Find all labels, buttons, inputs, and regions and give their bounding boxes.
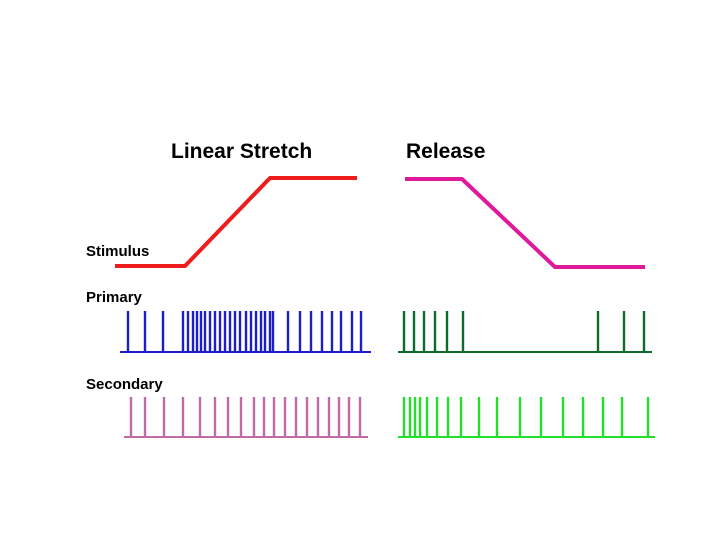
secondary-label: Secondary (86, 376, 163, 393)
release-title: Release (406, 140, 485, 163)
primary-label: Primary (86, 289, 143, 306)
stretch-title: Linear Stretch (171, 140, 312, 163)
primary-stretch-spike-train (120, 311, 371, 353)
secondary-release-spike-train (398, 397, 655, 438)
primary-release-spike-train (398, 311, 652, 353)
release-stimulus-trace (405, 177, 645, 269)
stretch-stimulus-trace (115, 176, 357, 268)
stimulus-label: Stimulus (86, 243, 149, 260)
secondary-stretch-spike-train (124, 397, 368, 438)
